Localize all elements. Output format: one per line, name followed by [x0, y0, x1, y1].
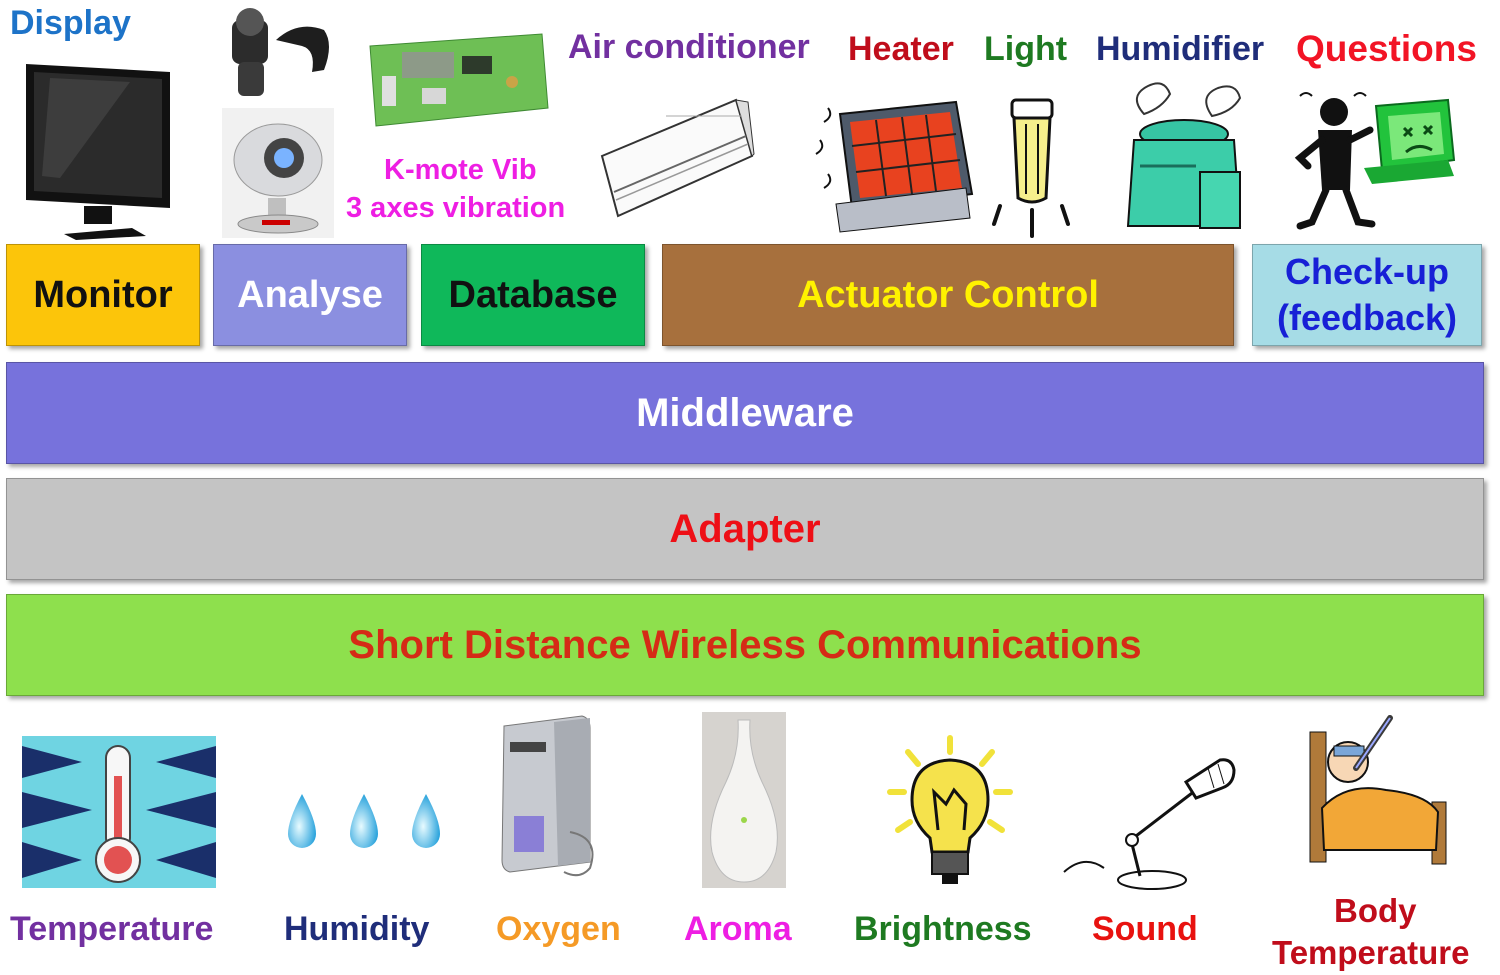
checkup-label-line1: Check-up — [1284, 251, 1450, 292]
humidity-drops-icon — [288, 794, 440, 848]
webcam-icon — [222, 108, 334, 238]
wireless-layer: Short Distance Wireless Communications — [6, 594, 1484, 696]
actuator-control-label: Actuator Control — [797, 273, 1099, 316]
light-bulb-icon — [992, 98, 1070, 238]
usb-microscope-icon — [232, 8, 329, 96]
wireless-label: Short Distance Wireless Communications — [348, 622, 1142, 667]
aroma-label: Aroma — [684, 910, 792, 948]
body-temperature-label-line2: Temperature — [1272, 934, 1470, 971]
humidifier-label: Humidifier — [1096, 30, 1265, 68]
monitor-label: Monitor — [33, 273, 173, 316]
temperature-label: Temperature — [10, 910, 214, 948]
questions-label: Questions — [1296, 28, 1477, 69]
questions-person-icon — [1294, 92, 1376, 230]
database-box: Database — [421, 244, 645, 346]
kmote-board-icon — [369, 33, 549, 127]
body-temperature-bed-icon — [1309, 715, 1447, 865]
analyse-box: Analyse — [213, 244, 407, 346]
sad-computer-icon — [1364, 98, 1456, 184]
oxygen-label: Oxygen — [496, 910, 621, 948]
aroma-diffuser-icon — [702, 712, 786, 888]
checkup-label-line2: (feedback) — [1276, 297, 1458, 338]
heater-label: Heater — [848, 30, 954, 68]
checkup-box: Check-up (feedback) — [1252, 244, 1482, 346]
humidifier-icon — [1126, 82, 1242, 229]
air-conditioner-label: Air conditioner — [568, 28, 810, 66]
actuator-control-box: Actuator Control — [662, 244, 1234, 346]
adapter-label: Adapter — [669, 506, 821, 551]
sound-microphone-icon — [1063, 758, 1236, 890]
middleware-layer: Middleware — [6, 362, 1484, 464]
brightness-bulb-icon — [887, 735, 1013, 884]
air-conditioner-icon — [600, 98, 755, 218]
sound-label: Sound — [1092, 910, 1198, 948]
brightness-label: Brightness — [854, 910, 1032, 948]
database-label: Database — [448, 273, 618, 316]
middleware-label: Middleware — [636, 390, 854, 435]
light-label: Light — [984, 30, 1068, 68]
body-temperature-label-line1: Body — [1334, 892, 1417, 929]
display-monitor-icon — [26, 64, 170, 240]
display-label: Display — [10, 4, 131, 42]
kmote-label-line2: 3 axes vibration — [346, 192, 566, 224]
kmote-label-line1: K-mote Vib — [384, 154, 537, 186]
monitor-box: Monitor — [6, 244, 200, 346]
oxygen-device-icon — [501, 715, 594, 877]
heater-icon — [815, 100, 974, 233]
humidity-label: Humidity — [284, 910, 430, 948]
temperature-thermometer-icon — [22, 736, 216, 888]
adapter-layer: Adapter — [6, 478, 1484, 580]
analyse-label: Analyse — [237, 273, 383, 316]
